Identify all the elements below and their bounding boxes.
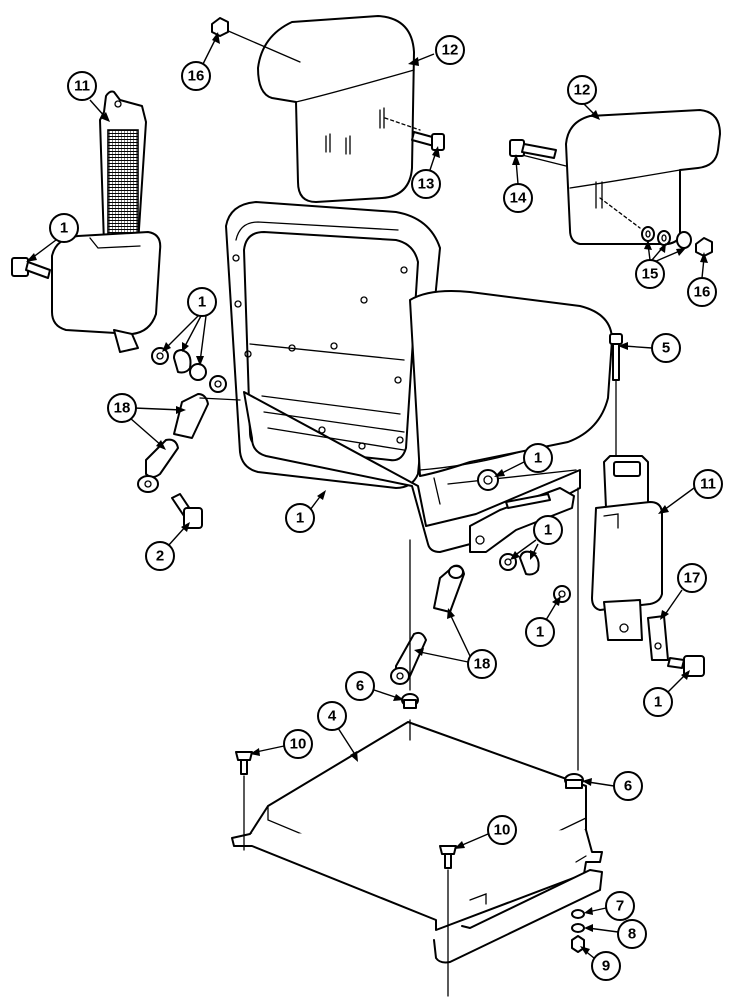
svg-text:11: 11 [700, 476, 716, 493]
washers-1-left [151, 347, 227, 393]
lock-washer-8 [571, 923, 585, 933]
nut-9 [571, 935, 585, 953]
svg-text:1: 1 [536, 624, 544, 641]
callout-1-knob: 1 [494, 443, 553, 477]
callout-12-right: 12 [567, 75, 600, 120]
svg-text:16: 16 [188, 68, 205, 85]
anchor-straps-18-left [137, 393, 241, 493]
bolt-14 [509, 139, 557, 159]
anchor-straps-18-right [390, 564, 465, 685]
svg-text:9: 9 [602, 958, 610, 975]
callout-7: 7 [584, 891, 635, 921]
washer-7 [571, 909, 585, 919]
nut-16-right [695, 237, 713, 257]
left-seat-belt-retractor [51, 90, 162, 353]
callout-9: 9 [580, 946, 621, 981]
svg-text:1: 1 [544, 522, 552, 539]
left-armrest [225, 15, 421, 203]
callout-1-seat: 1 [285, 490, 326, 533]
callout-17: 17 [660, 563, 707, 620]
callout-5: 5 [618, 333, 681, 363]
svg-text:2: 2 [156, 548, 164, 565]
bolt-2 [171, 493, 203, 529]
callout-8: 8 [584, 919, 647, 949]
callout-1-left-bolt: 1 [26, 213, 79, 262]
svg-text:4: 4 [328, 708, 337, 725]
svg-text:5: 5 [662, 340, 670, 357]
washers-15 [641, 226, 692, 249]
svg-text:16: 16 [694, 284, 711, 301]
grommet-6-left [401, 693, 419, 741]
bolt-13 [411, 131, 445, 151]
callout-18-left: 18 [107, 393, 186, 450]
svg-text:1: 1 [60, 220, 68, 237]
grommet-6-right [564, 773, 584, 789]
bolt-5 [609, 333, 623, 381]
callout-1-right-washers: 1 [510, 515, 563, 560]
svg-text:6: 6 [356, 678, 364, 695]
svg-text:8: 8 [628, 926, 636, 943]
svg-text:17: 17 [684, 570, 701, 587]
svg-text:10: 10 [494, 822, 511, 839]
callout-16-right: 16 [687, 252, 717, 307]
callout-12-left: 12 [408, 35, 465, 66]
callout-16-top: 16 [181, 32, 220, 91]
bolt-1-left-belt [11, 257, 51, 279]
callout-11-right: 11 [658, 469, 723, 514]
svg-text:12: 12 [442, 42, 459, 59]
seat-assembly [225, 201, 613, 553]
bolt-10-left [235, 751, 253, 851]
callout-13: 13 [411, 146, 441, 199]
svg-text:6: 6 [624, 778, 632, 795]
svg-text:1: 1 [654, 694, 662, 711]
callout-10-left: 10 [250, 729, 313, 759]
svg-text:12: 12 [574, 82, 591, 99]
svg-text:10: 10 [290, 736, 307, 753]
callout-14: 14 [503, 154, 533, 213]
svg-text:1: 1 [296, 510, 304, 527]
svg-text:1: 1 [534, 450, 542, 467]
callout-15: 15 [635, 240, 686, 289]
right-armrest [517, 109, 721, 245]
callout-1-lower-washer: 1 [525, 596, 561, 647]
svg-text:18: 18 [114, 400, 131, 417]
svg-text:14: 14 [510, 190, 527, 207]
callout-6-right: 6 [582, 771, 643, 801]
callout-1-left-washers: 1 [162, 287, 217, 366]
svg-text:18: 18 [474, 656, 491, 673]
callout-2: 2 [145, 522, 190, 571]
callout-18-right: 18 [414, 608, 497, 679]
callout-11-left: 11 [67, 71, 110, 122]
bolt-10-right [439, 845, 457, 997]
right-seat-belt-buckle [591, 455, 669, 661]
callout-4: 4 [317, 701, 358, 762]
mounting-plate [231, 721, 603, 964]
svg-text:7: 7 [616, 898, 624, 915]
alignment-lines [409, 379, 617, 771]
nut-16-top [211, 17, 229, 37]
callout-6-left: 6 [345, 671, 404, 701]
svg-text:13: 13 [418, 176, 435, 193]
svg-text:1: 1 [198, 294, 206, 311]
svg-text:15: 15 [642, 266, 659, 283]
callout-10-right: 10 [454, 815, 517, 849]
callout-1-lower-bolt: 1 [643, 670, 690, 717]
svg-text:11: 11 [74, 78, 90, 95]
